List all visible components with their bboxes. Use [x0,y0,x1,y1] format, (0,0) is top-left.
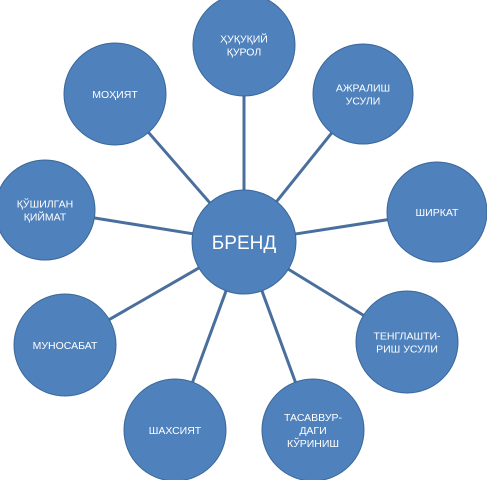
node: ШАХСИЯТ [123,378,227,480]
node-circle [312,43,414,145]
node-circle [386,161,487,263]
node-circle [192,0,296,97]
connectors [92,94,390,385]
node-label: ШИРКАТ [416,207,459,219]
node-label: МОҲИЯТ [92,89,138,101]
node-circle [13,293,117,397]
node-label: МУНОСАБАТ [33,340,98,352]
node-circle [63,42,167,146]
connector-line [274,130,335,204]
center-circle [191,189,297,295]
node-label: ҲУҚУҚИЙ [220,33,268,46]
node-label: ДАГИ [299,425,326,437]
node: МОҲИЯТ [63,42,167,146]
node-circle [355,290,459,394]
node-label: РИШ УСУЛИ [376,344,438,356]
node: ТЕНГЛАШТИ-РИШ УСУЛИ [355,290,459,394]
node-circle [0,159,96,261]
node-circle [123,378,227,480]
connector-line [285,266,367,318]
connector-line [259,288,298,385]
node-label: АЖРАЛИШ [336,83,390,95]
node-label: ШАХСИЯТ [149,425,202,437]
center-node: БРЕНД [191,189,297,295]
connector-line [92,216,195,236]
connector-line [146,129,213,206]
center-label: БРЕНД [212,233,277,254]
node: ШИРКАТ [386,161,487,263]
node: МУНОСАБАТ [13,293,117,397]
node-label: ТАСАВВУР- [284,412,343,424]
connector-line [293,217,390,236]
node-circle [261,378,365,480]
node-label: УСУЛИ [346,96,381,108]
node-label: ТЕНГЛАШТИ- [373,331,441,343]
connector-line [190,288,229,385]
node-label: КЎРИНИШ [287,437,339,450]
connector-line [106,265,202,322]
node-label: ҚЎШИЛГАН [17,198,73,211]
node-label: ҚИЙМАТ [24,211,67,224]
node-label: ҚУРОЛ [227,47,262,59]
